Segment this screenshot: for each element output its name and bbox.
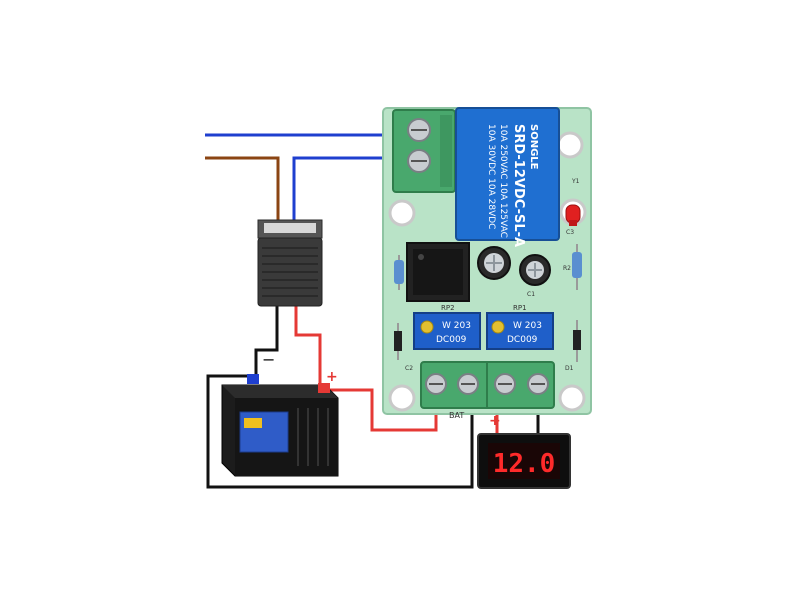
diode-right — [573, 320, 581, 362]
bat-silk-label: BAT — [449, 411, 464, 420]
silk-c1: C1 — [527, 291, 535, 298]
potentiometer-rp2: W 203 DC009 RP2 — [413, 304, 481, 350]
adapter-blue-wire — [292, 156, 400, 222]
mount-hole-bottom-right — [558, 384, 586, 412]
meter-plus-sign: + — [489, 413, 501, 429]
rp2-code-label: DC009 — [436, 335, 467, 345]
rp1-silk-label: RP1 — [513, 304, 527, 312]
adapter-positive-wire — [294, 306, 322, 385]
relay: SRD-12VDC-SL-A 10A 250VAC 10A 125VAC 10A… — [455, 107, 560, 247]
silk-c3: C3 — [566, 229, 574, 236]
relay-brand-label: SONGLE — [528, 124, 539, 170]
silk-c2: C2 — [405, 365, 413, 372]
mains-brown-wire — [205, 156, 280, 220]
rp2-value-label: W 203 — [442, 321, 471, 331]
adapter-negative-wire — [254, 306, 279, 378]
battery-minus-sign: − — [262, 350, 275, 369]
battery-positive-post — [318, 383, 330, 393]
rp1-code-label: DC009 — [507, 335, 538, 345]
mount-hole-bottom-left — [388, 384, 416, 412]
status-led — [565, 204, 581, 226]
voltmeter-reading: 12.0 — [493, 449, 556, 479]
battery-negative-loop-wire — [206, 374, 474, 489]
relay-rating-line-2: 10A 30VDC 10A 28VDC — [486, 124, 496, 229]
car-battery-icon — [221, 374, 339, 477]
diode-left — [394, 323, 402, 360]
relay-rating-line-1: 10A 250VAC 10A 125VAC — [498, 124, 508, 238]
battery-plus-sign: + — [326, 369, 338, 385]
ic-socket — [406, 242, 470, 302]
mount-hole-top-right — [556, 131, 584, 159]
bat-output-terminal — [420, 361, 555, 409]
power-adapter-icon — [257, 219, 323, 307]
silk-d1: D1 — [565, 365, 574, 372]
potentiometer-rp1: W 203 DC009 RP1 — [486, 304, 554, 350]
capacitor-c1 — [519, 254, 551, 286]
resistor-left — [394, 255, 404, 290]
battery-negative-post — [247, 374, 259, 384]
rp1-value-label: W 203 — [513, 321, 542, 331]
mount-hole-mid-left — [388, 199, 416, 227]
silk-r2: R2 — [563, 265, 571, 272]
ac-input-terminal — [392, 109, 456, 193]
resistor-right — [572, 244, 582, 290]
relay-model-label: SRD-12VDC-SL-A — [511, 124, 526, 247]
battery-positive-to-board-wire — [325, 388, 438, 432]
capacitor-c3 — [477, 246, 511, 280]
charger-module-board: SRD-12VDC-SL-A 10A 250VAC 10A 125VAC 10A… — [382, 107, 592, 420]
rp2-silk-label: RP2 — [441, 304, 455, 312]
digital-voltmeter-icon: 12.0 — [477, 433, 571, 489]
silk-y1: Y1 — [571, 178, 580, 185]
